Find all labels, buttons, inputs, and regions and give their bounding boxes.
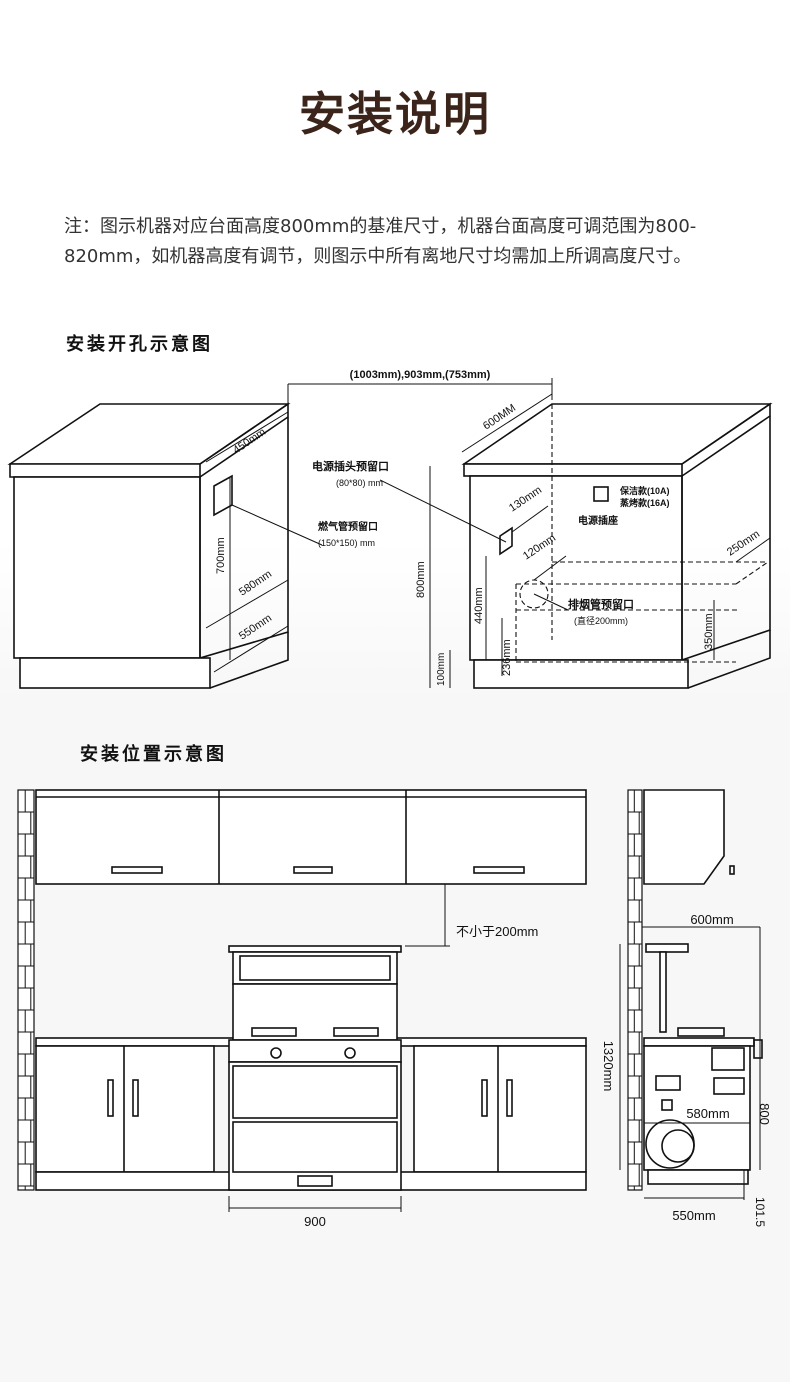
dim-440-label: 440mm [473,587,485,624]
left-dimensions [205,411,323,673]
width-label: (1003mm),903mm,(753mm) [350,369,491,381]
socket-label: 电源插座 [578,514,618,527]
left-cabinet [7,402,291,689]
exhaust-size: (直径200mm) [574,615,628,626]
brick-courses-left [18,789,34,1190]
dim-700-label: 700mm [215,537,227,574]
brick-wall-left [17,789,35,1191]
right-dimensions [379,393,771,688]
side-dim-580-label: 580mm [686,1106,729,1121]
brick-wall-right [627,789,643,1191]
side-dim-600-label: 600mm [690,912,733,927]
dim-250-label: 250mm [725,528,762,558]
dim-350-label: 350mm [703,613,715,650]
socket-option-1: 保洁款(10A) [619,485,670,496]
side-view-stove [643,789,763,1185]
side-dim-550-label: 550mm [672,1208,715,1223]
socket-option-2: 蒸烤款(16A) [620,497,670,508]
dim-100-label: 100mm [436,653,447,686]
dim-800-label: 800mm [415,561,427,598]
gas-pipe-label: 燃气管预留口 [318,520,378,533]
right-cabinet [461,402,773,689]
section-heading-opening: 安装开孔示意图 [66,334,213,355]
side-dim-1320-label: 1320mm [601,1041,616,1092]
gas-pipe-size: (150*150) mm [318,538,375,548]
wall-cabinets [35,789,587,885]
width-dimension [287,378,553,632]
clearance-label: 不小于200mm [456,924,538,939]
dim-580-label: 580mm [237,568,274,598]
brick-courses-right [628,789,642,1190]
installation-note: 注：图示机器对应台面高度800mm的基准尺寸，机器台面高度可调范围为800-82… [64,216,697,267]
integrated-stove-front [228,945,402,1191]
side-dim-800-label: 800 [757,1103,772,1125]
side-dimensions [619,926,761,1200]
clearance-dimension [405,884,450,947]
width-900-label: 900 [304,1214,326,1229]
width-900-dimension [228,1196,402,1212]
dim-236-label: 236mm [501,639,513,676]
exhaust-label: 排烟管预留口 [568,597,634,611]
side-dim-101-label: 101.5 [753,1197,767,1227]
power-outlet-size: (80*80) mm [336,478,383,488]
right-hidden-lines [515,404,769,663]
section-heading-position: 安装位置示意图 [80,744,227,765]
page-title: 安装说明 [299,87,491,141]
power-outlet-label: 电源插头预留口 [312,459,389,473]
